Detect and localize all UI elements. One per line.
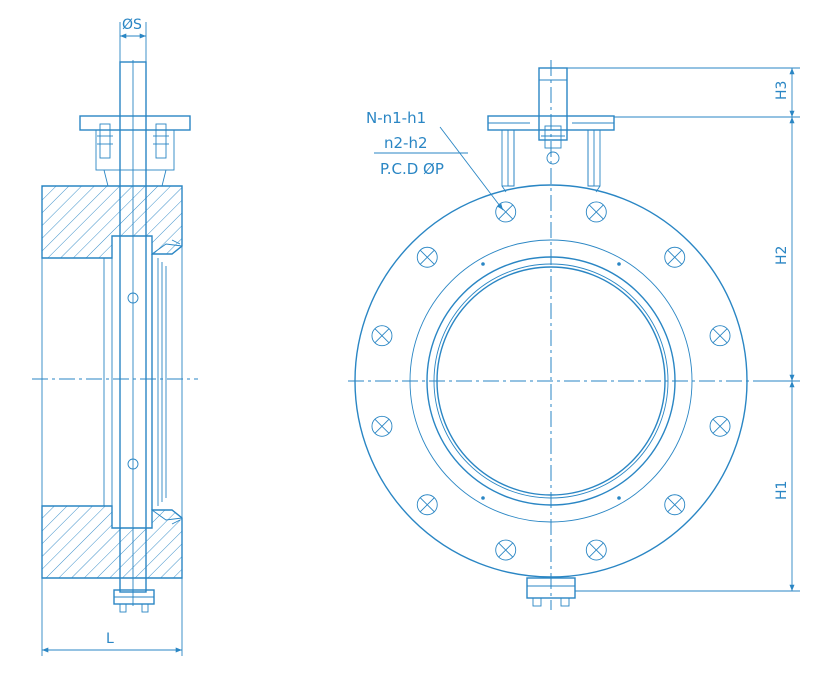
bolt-hole-icon xyxy=(585,539,607,561)
front-view xyxy=(348,60,762,610)
length-label: L xyxy=(106,631,114,647)
bolt-spec-2: n2-h2 xyxy=(384,134,428,152)
bolt-spec-callout: N-n1-h1 n2-h2 P.C.D ØP xyxy=(366,109,504,211)
bolt-hole-icon xyxy=(495,539,517,561)
shaft-diameter-label: ØS xyxy=(122,17,142,33)
body-section-top xyxy=(41,185,183,259)
bolt-icon xyxy=(97,123,169,159)
height-dimensions: H3 H2 H1 xyxy=(567,67,800,592)
bolt-hole-icon xyxy=(585,201,607,223)
bolt-hole-icon xyxy=(709,415,731,437)
h2-label: H2 xyxy=(774,246,790,265)
bolt-hole-icon xyxy=(709,325,731,347)
bolt-spec-1: N-n1-h1 xyxy=(366,109,426,127)
side-view: ØS L xyxy=(32,17,198,656)
bolt-hole-icon xyxy=(664,246,686,268)
top-flange xyxy=(79,115,191,131)
shaft-top xyxy=(538,67,568,141)
bolt-hole-icon xyxy=(416,494,438,516)
pin-top xyxy=(127,292,139,304)
h1-label: H1 xyxy=(774,481,790,500)
pcd-label: P.C.D ØP xyxy=(380,160,444,178)
body-section-bottom xyxy=(41,505,183,579)
bolt-hole-icon xyxy=(495,201,517,223)
bolt-holes xyxy=(371,201,731,561)
h3-label: H3 xyxy=(774,81,790,100)
bolt-hole-icon xyxy=(416,246,438,268)
bolt-hole-icon xyxy=(371,415,393,437)
bolt-hole-icon xyxy=(371,325,393,347)
pin-bottom xyxy=(127,458,139,470)
bolt-hole-icon xyxy=(664,494,686,516)
